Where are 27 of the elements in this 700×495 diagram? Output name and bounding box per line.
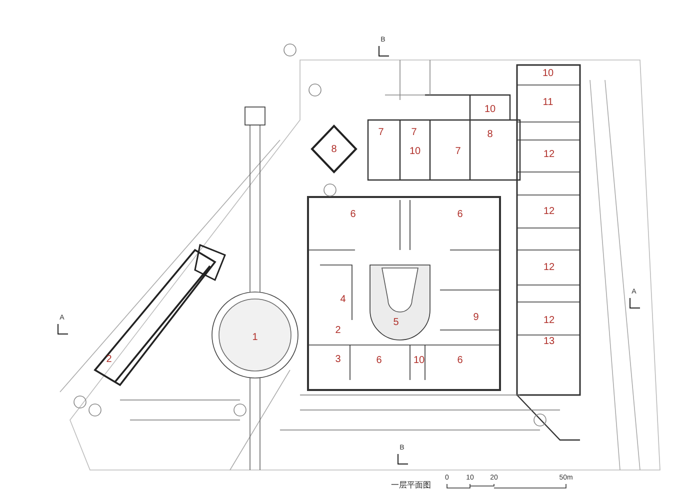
room-number: 12 — [543, 316, 555, 326]
room-number: 10 — [542, 69, 554, 79]
room-number: 9 — [473, 313, 479, 323]
room-number: 10 — [409, 147, 421, 157]
room-number: 2 — [106, 355, 112, 365]
room-number: 7 — [411, 128, 417, 138]
room-number: 6 — [376, 356, 382, 366]
room-number: 11 — [542, 98, 554, 108]
room-number: 10 — [413, 356, 425, 366]
room-number: 3 — [335, 355, 341, 365]
room-number: 6 — [457, 210, 463, 220]
room-number: 8 — [331, 145, 337, 155]
room-number: 13 — [543, 337, 555, 347]
room-number: 12 — [543, 150, 555, 160]
room-number: 7 — [455, 147, 461, 157]
room-number: 10 — [484, 105, 496, 115]
room-number: 2 — [335, 326, 341, 336]
drawing-title: 一层平面图 — [391, 480, 431, 490]
room-number: 1 — [252, 333, 258, 343]
room-number: 6 — [350, 210, 356, 220]
room-number: 6 — [457, 356, 463, 366]
room-number: 12 — [543, 207, 555, 217]
room-number: 5 — [393, 318, 399, 328]
room-number: 12 — [543, 263, 555, 273]
room-number: 7 — [378, 128, 384, 138]
room-number: 4 — [340, 295, 346, 305]
room-number: 8 — [487, 130, 493, 140]
